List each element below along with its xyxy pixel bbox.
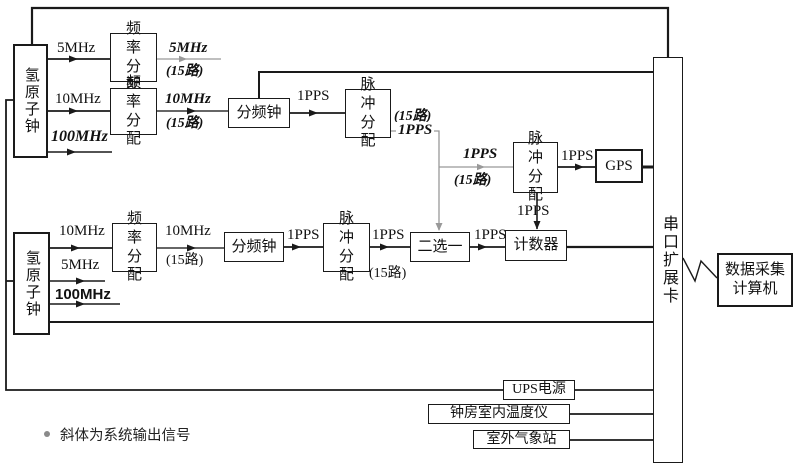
- node-ups-power: UPS电源: [503, 380, 575, 400]
- node-freq-dist-1: 频率分配: [110, 21, 157, 93]
- label-mid-10mhz-15ch: (15路): [166, 253, 204, 268]
- node-selector-label: 二选一: [417, 238, 463, 255]
- label-gpschain-15ch: (15路): [454, 173, 492, 188]
- node-counter: 计数器: [505, 230, 567, 261]
- wire-card-zigzag-computer: [682, 257, 718, 283]
- node-gps: GPS: [595, 149, 643, 183]
- label-clock1-5mhz: 5MHz: [57, 40, 96, 56]
- label-1pps-to-counter: 1PPS: [517, 203, 550, 219]
- label-out-10mhz: 10MHz: [165, 91, 211, 107]
- label-out-10mhz-15ch: (15路): [166, 116, 204, 131]
- node-serial-card-label: 串口扩展卡: [660, 215, 677, 305]
- label-out-1pps: 1PPS: [396, 122, 435, 139]
- node-freq-dist-2-label: 频率分配: [125, 75, 141, 148]
- label-1pps-divider1: 1PPS: [297, 88, 330, 104]
- node-weather-station-label: 室外气象站: [486, 431, 557, 447]
- node-pulse-dist-gps: 脉冲分配: [513, 131, 558, 203]
- label-mid-10mhz-out: 10MHz: [165, 223, 211, 239]
- node-ups-label: UPS电源: [512, 382, 566, 398]
- label-clock2-100mhz: 100MHz: [55, 286, 111, 303]
- node-pulse-dist-1: 脉冲分配: [345, 77, 391, 149]
- node-data-acquisition-computer: 数据采集计算机: [717, 253, 793, 307]
- label-1pps-selector-out: 1PPS: [474, 227, 507, 243]
- label-1pps-to-gps: 1PPS: [561, 148, 594, 164]
- node-pulse-dist-1-label: 脉冲分配: [360, 77, 376, 150]
- label-out-1pps-15ch: (15路): [394, 109, 432, 124]
- footnote-text: 斜体为系统输出信号: [60, 428, 191, 444]
- node-freq-dist-3-label: 频率分配: [126, 211, 142, 284]
- node-serial-expansion-card: 串口扩展卡: [653, 57, 683, 463]
- label-clock1-10mhz: 10MHz: [55, 91, 101, 107]
- node-pulse-dist-2-label: 脉冲分配: [338, 211, 354, 284]
- node-selector-two-to-one: 二选一: [410, 232, 470, 262]
- node-divider-clock-2-label: 分频钟: [231, 238, 277, 255]
- node-counter-label: 计数器: [513, 237, 559, 254]
- arrowheads: [67, 55, 584, 308]
- node-divider-clock-1-label: 分频钟: [236, 104, 282, 121]
- node-divider-clock-1: 分频钟: [228, 98, 290, 128]
- node-divider-clock-2: 分频钟: [224, 232, 284, 262]
- node-thermometer-label: 钟房室内温度仪: [450, 406, 548, 422]
- label-clock1-100mhz: 100MHz: [51, 128, 108, 145]
- node-computer-label: 数据采集计算机: [724, 262, 785, 297]
- arrowheads-gray: [179, 55, 485, 231]
- node-pulse-dist-gps-label: 脉冲分配: [527, 131, 543, 204]
- label-1pps-pulsedist2: 1PPS: [372, 227, 405, 243]
- label-out-5mhz: 5MHz: [169, 40, 208, 56]
- label-mid-1pps-15ch: (15路): [369, 266, 407, 281]
- label-clock2-5mhz: 5MHz: [61, 257, 100, 273]
- node-hydrogen-clock-1-label: 氢原子钟: [22, 67, 39, 135]
- node-pulse-dist-2: 脉冲分配: [323, 211, 370, 283]
- label-out-5mhz-15ch: (15路): [166, 64, 204, 79]
- label-gpschain-1pps: 1PPS: [463, 146, 498, 162]
- footnote: 斜体为系统输出信号: [44, 424, 191, 445]
- node-indoor-thermometer: 钟房室内温度仪: [428, 404, 570, 424]
- label-1pps-divider2: 1PPS: [287, 227, 320, 243]
- node-hydrogen-clock-2-label: 氢原子钟: [23, 249, 40, 318]
- wire-divider1-top-to-card: [258, 71, 653, 98]
- node-hydrogen-clock-1: 氢原子钟: [13, 44, 48, 158]
- wire-left-rail-ups: [5, 99, 503, 391]
- wire-pulsedist1-1pps-out: [391, 130, 440, 230]
- node-weather-station: 室外气象站: [473, 430, 570, 449]
- node-gps-label: GPS: [605, 157, 633, 174]
- wire-clock1-top-to-card: [30, 6, 670, 57]
- node-hydrogen-clock-2: 氢原子钟: [13, 232, 50, 335]
- label-clock2-10mhz: 10MHz: [59, 223, 105, 239]
- node-freq-dist-3: 频率分配: [112, 211, 157, 283]
- bullet-icon: [44, 431, 50, 437]
- node-freq-dist-2: 频率分配: [110, 75, 157, 147]
